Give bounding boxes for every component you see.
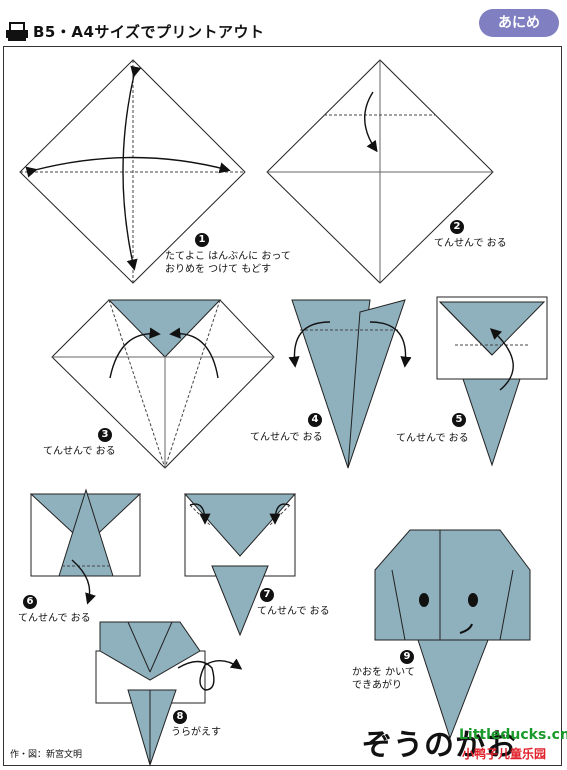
step-2-caption: てんせんで おる (434, 238, 507, 249)
step-5-diagram (436, 296, 548, 467)
step-4-caption: てんせんで おる (250, 432, 323, 443)
step-4-number: 4 (308, 413, 322, 427)
printer-icon (6, 22, 28, 41)
step-1-diagram (19, 59, 246, 284)
step-1-caption-line1: たてよこ はんぶんに おって (165, 251, 291, 262)
watermark-name: 小鸭子儿童乐园 (462, 747, 547, 761)
model-title: ぞうのかお (362, 728, 517, 763)
step-2-number: 2 (450, 220, 464, 234)
step-3-number: 3 (98, 428, 112, 442)
step-2-diagram (266, 59, 494, 284)
page-title: B5・A4サイズでプリントアウト (33, 23, 265, 41)
step-6-caption: てんせんで おる (18, 613, 91, 624)
step-9-number: 9 (400, 650, 414, 664)
step-9-diagram (374, 529, 531, 740)
step-8-caption: うらがえす (171, 727, 221, 738)
step-8-number: 8 (173, 710, 187, 724)
step-5-number: 5 (452, 413, 466, 427)
step-5-caption: てんせんで おる (396, 433, 469, 444)
step-6-diagram (29, 488, 142, 605)
header: B5・A4サイズでプリントアウト あにめ (0, 0, 567, 44)
step-9-caption-line2: できあがり (352, 680, 402, 691)
instruction-frame (3, 46, 562, 766)
step-7-caption: てんせんで おる (257, 606, 330, 617)
step-1-number: 1 (195, 233, 209, 247)
step-9-caption-line1: かおを かいて (352, 667, 415, 678)
step-7-number: 7 (260, 588, 274, 602)
step-7-diagram (183, 493, 297, 637)
step-3-caption: てんせんで おる (43, 446, 116, 457)
watermark-site: Littleducks.cn (459, 727, 567, 743)
anime-button[interactable]: あにめ (479, 9, 559, 37)
credit-text: 作・図：新宮文明 (10, 750, 83, 760)
step-4-diagram (288, 299, 412, 469)
step-3-diagram (51, 299, 275, 469)
step-8-diagram (95, 621, 243, 767)
step-1-caption-line2: おりめを つけて もどす (165, 264, 272, 275)
step-6-number: 6 (23, 595, 37, 609)
